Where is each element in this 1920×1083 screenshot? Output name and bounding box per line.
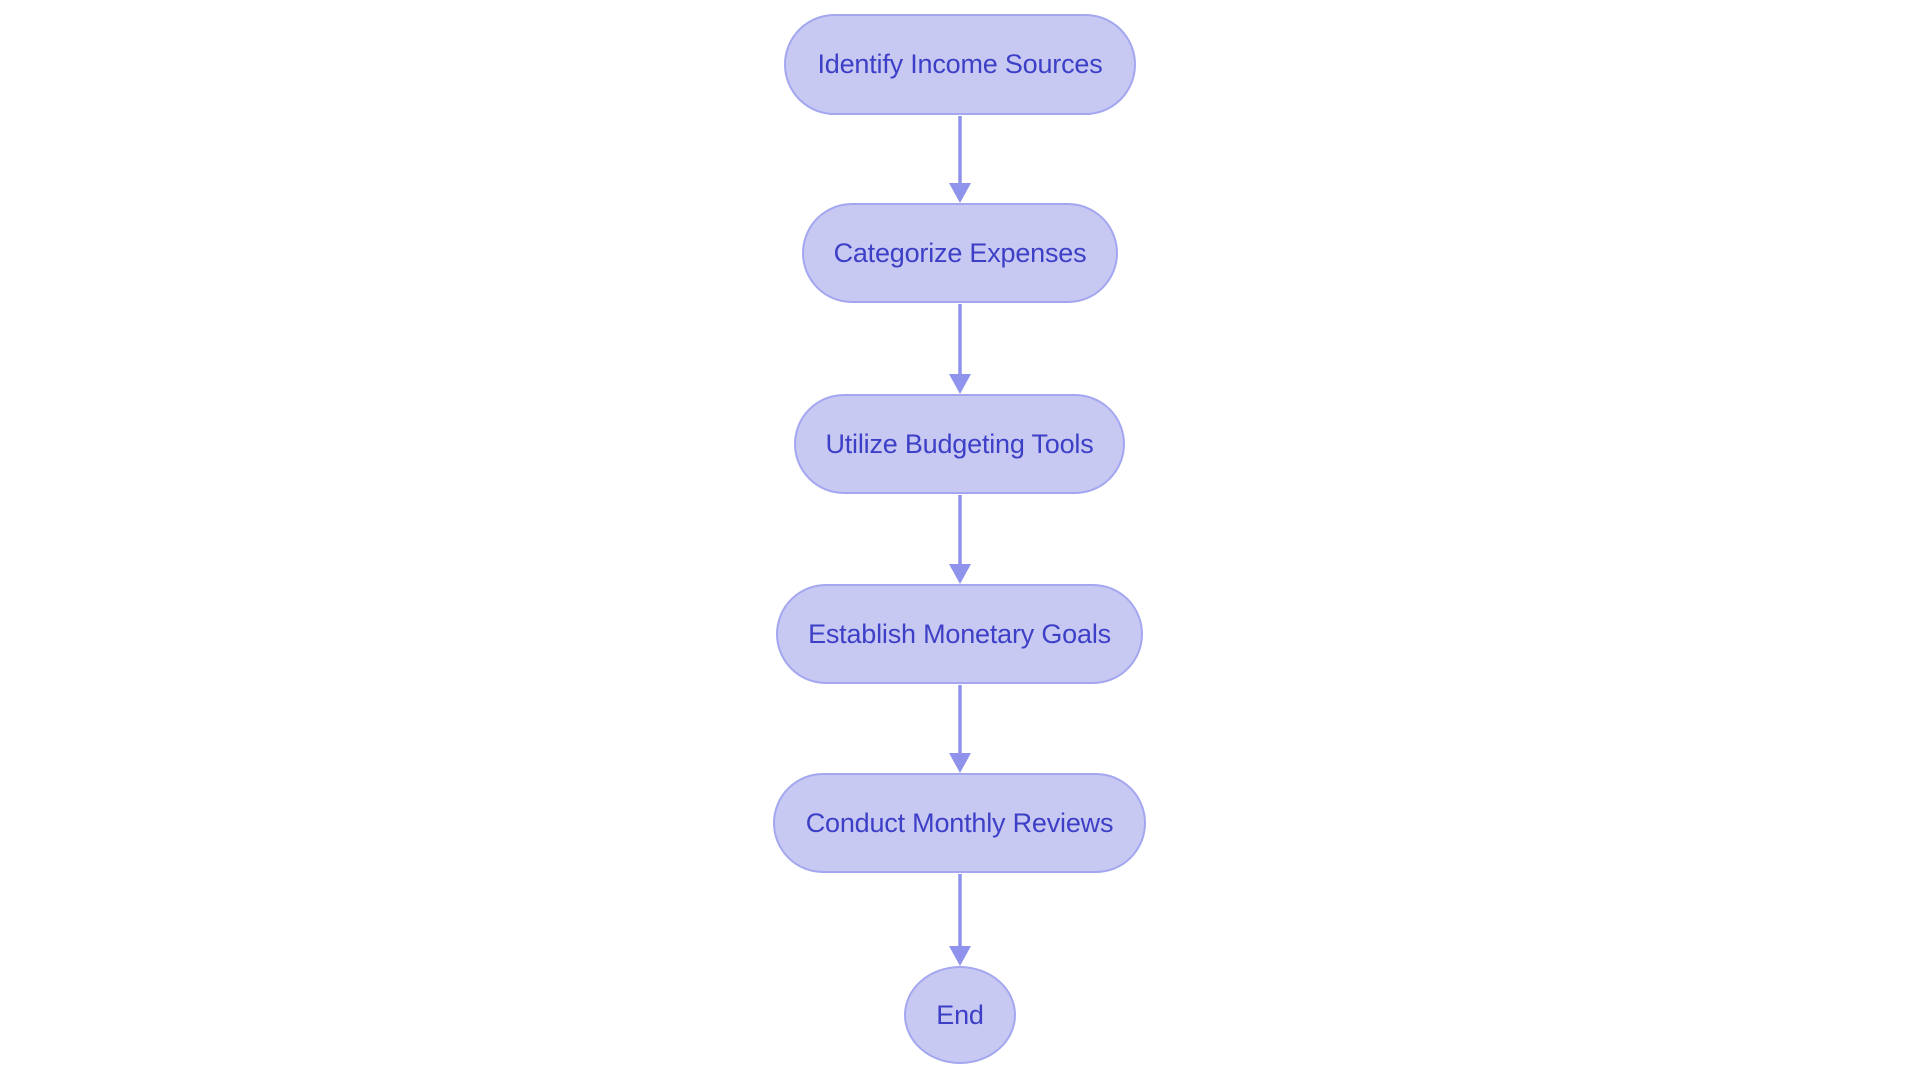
flow-arrow-4 [949, 685, 971, 773]
flow-arrow-2 [949, 304, 971, 394]
flow-node-identify-income-sources: Identify Income Sources [784, 14, 1136, 115]
flow-node-utilize-budgeting-tools: Utilize Budgeting Tools [794, 394, 1125, 494]
flow-arrow-5 [949, 874, 971, 966]
flow-arrow-1 [949, 116, 971, 203]
flow-arrow-3 [949, 495, 971, 584]
flow-node-end: End [904, 966, 1016, 1064]
flow-node-categorize-expenses: Categorize Expenses [802, 203, 1118, 303]
flow-node-establish-monetary-goals: Establish Monetary Goals [776, 584, 1143, 684]
flow-node-conduct-monthly-reviews: Conduct Monthly Reviews [773, 773, 1146, 873]
